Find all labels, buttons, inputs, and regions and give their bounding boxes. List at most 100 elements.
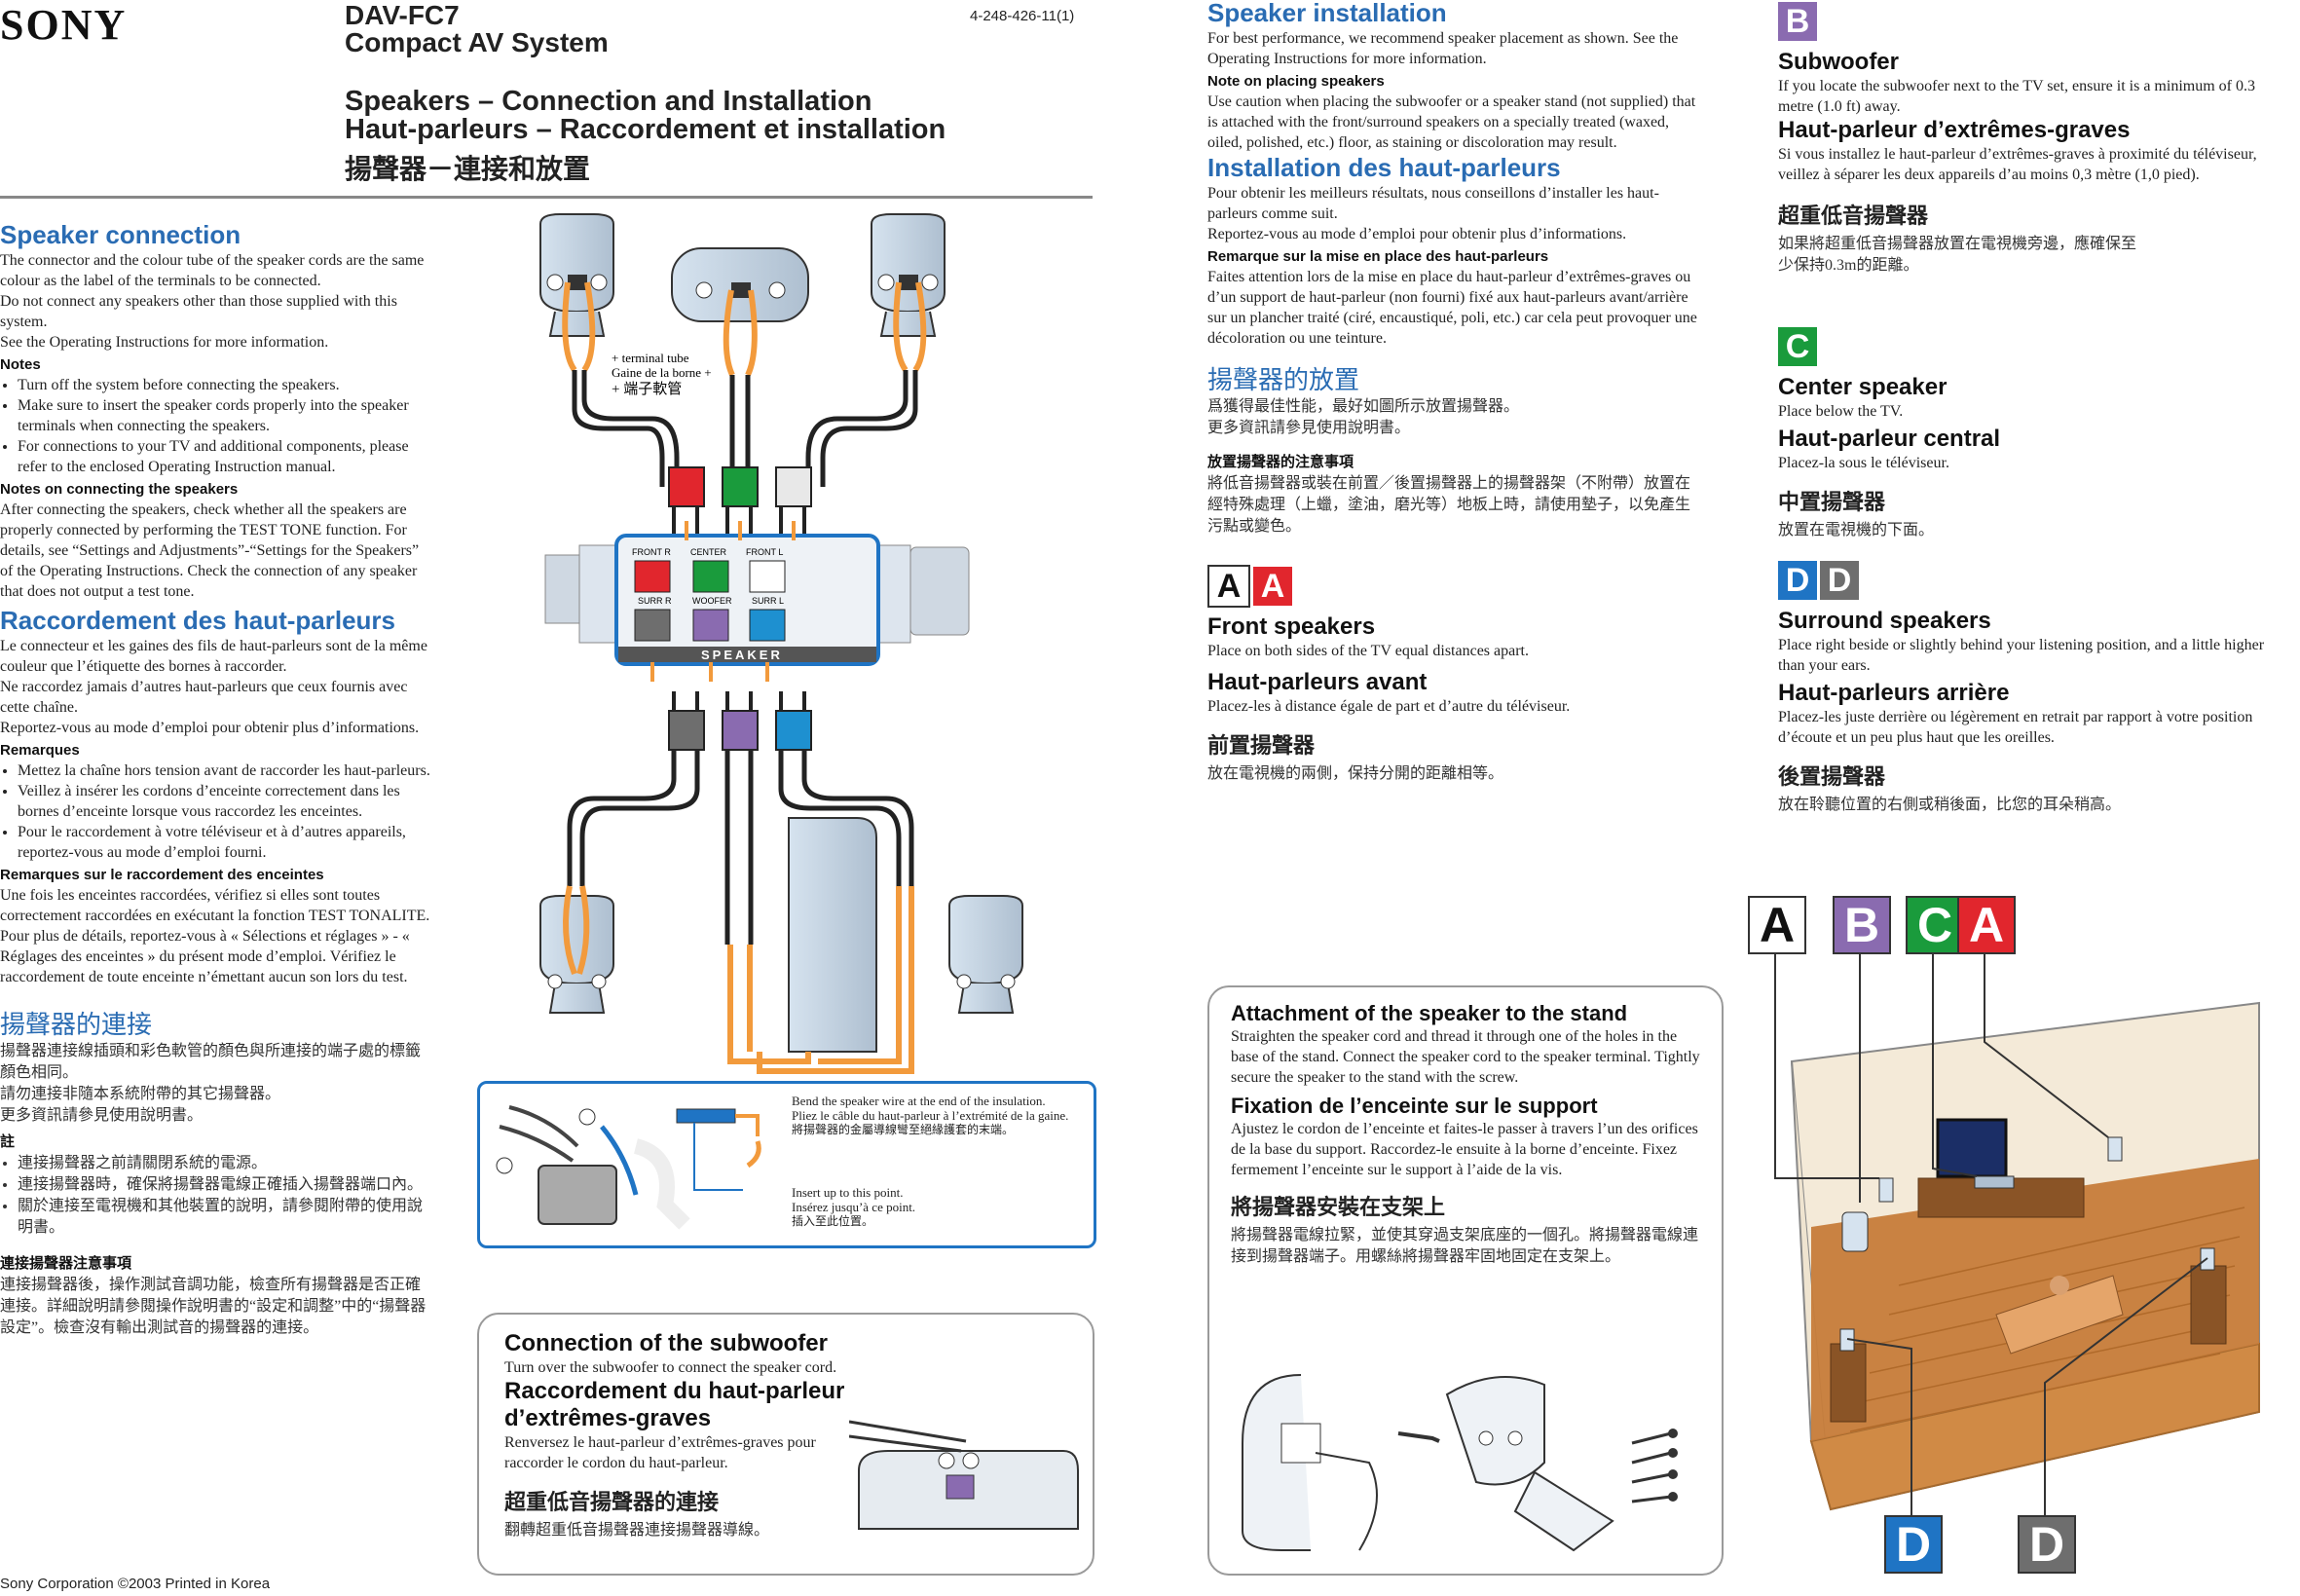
paragraph: 爲獲得最佳性能，最好如圖所示放置揚聲器。 (1207, 398, 1520, 415)
list-item: 連接揚聲器之前請關閉系統的電源。 (18, 1153, 433, 1174)
paragraph: 請勿連接非隨本系統附帶的其它揚聲器。 (0, 1086, 281, 1102)
paragraph: Place below the TV. (1778, 403, 1904, 420)
remarques-heading: Remarques (0, 742, 80, 759)
paragraph: Placez-les à distance égale de part et d… (1207, 698, 1571, 715)
paragraph: Do not connect any speakers other than t… (0, 293, 397, 330)
subwoofer-heading-zh: 超重低音揚聲器的連接 (504, 1490, 720, 1514)
paragraph: 翻轉超重低音揚聲器連接揚聲器導線。 (504, 1522, 770, 1539)
paragraph: Placez-la sous le téléviseur. (1778, 455, 1949, 471)
paragraph: Use caution when placing the subwoofer o… (1207, 93, 1696, 151)
tag-b: B (1778, 2, 1817, 41)
list-item: Pour le raccordement à votre téléviseur … (18, 822, 433, 863)
tube-label-fr: Gaine de la borne + (612, 365, 712, 380)
paragraph: Turn over the subwoofer to connect the s… (504, 1359, 837, 1376)
center-heading-zh: 中置揚聲器 (1778, 490, 1886, 514)
front-r-plug (668, 466, 705, 507)
tube-label-zh: + 端子軟管 (612, 381, 682, 397)
paragraph: Reportez-vous au mode d’emploi pour obte… (1207, 226, 1627, 242)
subwoofer-heading-fr: Haut-parleur d’extrêmes-graves (1778, 117, 2131, 143)
paragraph: 放置在電視機的下面。 (1778, 522, 1935, 538)
surround-left-speaker (948, 895, 1023, 1014)
paragraph: 放在聆聽位置的右側或稍後面，比您的耳朵稍高。 (1778, 797, 2122, 813)
paragraph: For best performance, we recommend speak… (1207, 30, 1679, 67)
label-center: CENTER (690, 547, 727, 557)
bent-wire-illustration (676, 1108, 761, 1191)
paragraph: 更多資訊請參見使用說明書。 (1207, 420, 1411, 436)
list-item: 關於連接至電視機和其他裝置的說明，請參閱附帶的使用說明書。 (18, 1196, 433, 1239)
page-title-fr: Haut-parleurs – Raccordement et installa… (345, 114, 946, 145)
tag-c: C (1778, 327, 1817, 366)
label-surr-r: SURR R (638, 596, 672, 606)
paragraph: Reportez-vous au mode d’emploi pour obte… (0, 720, 420, 736)
page-title-en: Speakers – Connection and Installation (345, 86, 872, 117)
subwoofer-section: B Subwoofer If you locate the subwoofer … (1778, 2, 2294, 277)
surround-heading-zh: 後置揚聲器 (1778, 764, 1886, 789)
paragraph: Ne raccordez jamais d’autres haut-parleu… (0, 679, 408, 716)
front-right-speaker (539, 213, 614, 337)
paragraph: Placez-les juste derrière ou légèrement … (1778, 709, 2253, 746)
paragraph: 如果將超重低音揚聲器放置在電視機旁邊，應確保至少保持0.3m的距離。 (1778, 236, 2137, 274)
label-surr-l: SURR L (752, 596, 784, 606)
speaker-label: SPEAKER (701, 648, 783, 662)
room-layout-illustration: A B C A D D (1733, 886, 2298, 1587)
front-heading-en: Front speakers (1207, 613, 1376, 640)
center-heading-en: Center speaker (1778, 374, 1948, 400)
insert-en: Insert up to this point. (792, 1185, 904, 1200)
center-heading-fr: Haut-parleur central (1778, 426, 2001, 452)
center-plug (722, 466, 759, 507)
paragraph: Renversez le haut-parleur d’extrêmes-gra… (504, 1434, 816, 1471)
zh-notes-list: 連接揚聲器之前請關閉系統的電源。 連接揚聲器時，確保將揚聲器電線正確插入揚聲器端… (0, 1153, 433, 1239)
bend-en: Bend the speaker wire at the end of the … (792, 1094, 1046, 1108)
tag-a-red: A (1253, 567, 1292, 606)
center-speaker-section: C Center speaker Place below the TV. Hau… (1778, 327, 2294, 541)
note-placing-heading: Note on placing speakers (1207, 73, 1385, 90)
paragraph: Pour obtenir les meilleurs résultats, no… (1207, 185, 1659, 222)
paragraph: Straighten the speaker cord and thread i… (1231, 1028, 1700, 1086)
room-tag-d-blue: D (1884, 1515, 1943, 1574)
surround-heading-en: Surround speakers (1778, 608, 1991, 634)
notes-list: Turn off the system before connecting th… (0, 375, 433, 477)
subwoofer-heading-en: Subwoofer (1778, 49, 1899, 75)
stand-heading-en: Attachment of the speaker to the stand (1231, 1001, 1628, 1025)
zh-notes2-heading: 連接揚聲器注意事項 (0, 1255, 132, 1272)
wire-prep-callout: Bend the speaker wire at the end of the … (477, 1081, 1096, 1248)
bend-instructions: Bend the speaker wire at the end of the … (792, 1094, 1084, 1137)
subwoofer-heading-fr: Raccordement du haut-parleur d’extrêmes-… (504, 1378, 845, 1431)
notes-heading: Notes (0, 356, 41, 373)
paragraph: Faites attention lors de la mise en plac… (1207, 269, 1697, 347)
notes-connecting-heading: Notes on connecting the speakers (0, 481, 239, 498)
front-left-speaker (871, 213, 946, 337)
zh-notes-heading: 註 (0, 1133, 16, 1150)
speaker-installation-heading: Speaker installation (1207, 0, 1447, 27)
stand-heading-fr: Fixation de l’enceinte sur le support (1231, 1094, 1598, 1118)
paragraph: See the Operating Instructions for more … (0, 334, 329, 351)
subwoofer-terminal-illustration (849, 1420, 1079, 1530)
list-item: For connections to your TV and additiona… (18, 436, 433, 477)
front-heading-fr: Haut-parleurs avant (1207, 669, 1428, 695)
list-item: Veillez à insérer les cordons d’enceinte… (18, 781, 433, 822)
part-number: 4-248-426-11(1) (970, 8, 1075, 24)
paragraph: After connecting the speakers, check whe… (0, 501, 420, 600)
subwoofer-heading-en: Connection of the subwoofer (504, 1330, 828, 1356)
paragraph: 將揚聲器電線拉緊，並使其穿過支架底座的一個孔。將揚聲器電線連接到揚聲器端子。用螺… (1231, 1227, 1699, 1265)
model-name: DAV-FC7 (345, 0, 460, 30)
paragraph: If you locate the subwoofer next to the … (1778, 78, 2255, 115)
page-title-zh: 揚聲器－連接和放置 (345, 155, 591, 185)
remarques-list: Mettez la chaîne hors tension avant de r… (0, 761, 433, 863)
list-item: 連接揚聲器時，確保將揚聲器電線正確插入揚聲器端口內。 (18, 1174, 433, 1196)
installation-zh-heading: 揚聲器的放置 (1207, 365, 1360, 394)
raccordement-heading: Raccordement des haut-parleurs (0, 606, 396, 635)
paragraph: 更多資訊請參見使用說明書。 (0, 1107, 204, 1124)
room-tag-a-red: A (1957, 896, 2016, 954)
paragraph: 放在電視機的兩側，保持分開的距離相等。 (1207, 765, 1504, 782)
paragraph: 將低音揚聲器或裝在前置／後置揚聲器上的揚聲器架（不附帶）放置在經特殊處理（上蠟，… (1207, 475, 1691, 535)
speaker-installation-section: Speaker installation For best performanc… (1207, 0, 1704, 538)
paragraph: Place on both sides of the TV equal dist… (1207, 643, 1529, 659)
center-speaker (671, 247, 809, 322)
speaker-terminal-panel (614, 534, 880, 666)
zh-note-heading: 放置揚聲器的注意事項 (1207, 454, 1354, 470)
label-front-l: FRONT L (746, 547, 783, 557)
insert-zh: 插入至此位置。 (792, 1214, 874, 1228)
